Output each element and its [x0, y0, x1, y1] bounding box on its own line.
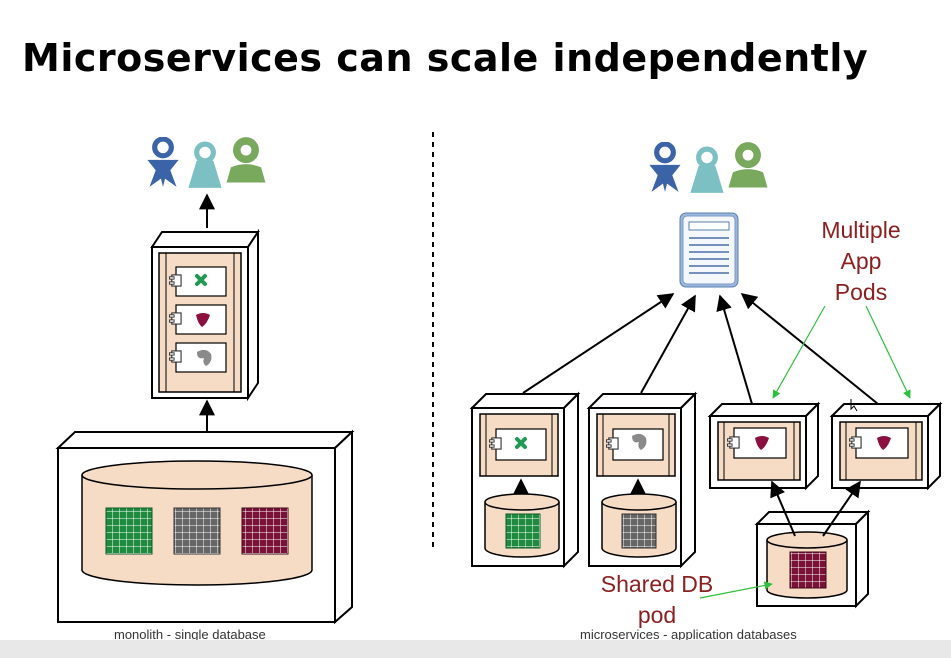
- user-blue-icon: [147, 139, 178, 187]
- gray-grid-icon: [173, 507, 221, 555]
- green-x-icon: [515, 437, 527, 449]
- bottom-strip: [0, 640, 951, 658]
- app-pods-annotation: Multiple App Pods: [808, 215, 914, 308]
- red-grid-icon: [789, 551, 827, 589]
- arrow-pod1-to-doc: [716, 294, 753, 405]
- app-pod-1: [707, 401, 821, 491]
- annotation-line: pod: [637, 602, 677, 628]
- annotation-line: Multiple: [821, 217, 901, 243]
- arrow-svc1-to-doc: [522, 293, 675, 394]
- annotation-arrow-shareddb: [699, 581, 773, 599]
- red-grid-icon: [241, 507, 289, 555]
- monolith-db-box: [55, 429, 355, 625]
- user-teal-icon: [188, 144, 221, 188]
- gray-grid-icon: [621, 513, 657, 549]
- annotation-arrow-pod1: [772, 305, 826, 399]
- gray-blob-icon: [632, 433, 647, 450]
- microservice-users: [649, 142, 768, 193]
- green-x-icon: [195, 274, 207, 286]
- red-heart-icon: [755, 436, 769, 450]
- user-blue-icon: [649, 144, 680, 192]
- arrow-shareddb-to-pod2: [822, 480, 861, 537]
- green-grid-icon: [105, 507, 153, 555]
- green-grid-icon: [505, 513, 541, 549]
- annotation-line: App: [840, 248, 882, 274]
- shared-db-pod: [754, 509, 871, 609]
- gray-blob-icon: [197, 349, 212, 366]
- shared-db-annotation: Shared DB pod: [586, 569, 728, 631]
- annotation-arrow-pod2: [865, 305, 911, 399]
- arrow-svc2-to-doc: [640, 294, 696, 394]
- user-green-icon: [728, 142, 768, 188]
- service-box-2: [586, 391, 698, 569]
- red-heart-icon: [196, 313, 210, 327]
- annotation-line: Pods: [834, 279, 888, 305]
- user-teal-icon: [690, 149, 723, 193]
- microservices-caption: microservices - application databases: [580, 627, 797, 642]
- arrow-shareddb-to-pod1: [770, 480, 796, 537]
- user-green-icon: [226, 137, 266, 183]
- annotation-line: Shared DB: [600, 571, 714, 597]
- arrow-pod2-to-doc: [740, 292, 879, 405]
- cursor-icon: [850, 399, 858, 412]
- document-icon: [679, 212, 739, 288]
- app-pod-2: [829, 401, 943, 491]
- page-title: Microservices can scale independently: [22, 36, 869, 80]
- monolith-users: [147, 137, 266, 188]
- monolith-caption: monolith - single database: [114, 627, 266, 642]
- monolith-app-box: [150, 228, 260, 402]
- red-heart-icon: [877, 436, 891, 450]
- service-box-1: [469, 391, 581, 569]
